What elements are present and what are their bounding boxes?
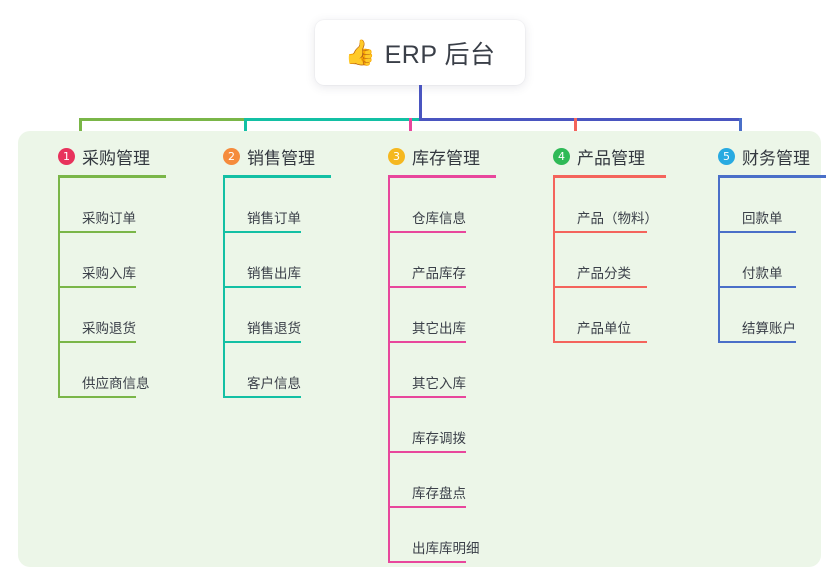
branch-number-badge: 4: [553, 148, 570, 165]
branch-header-5[interactable]: 5 财务管理: [718, 144, 810, 169]
branch-item-rule: [223, 231, 301, 233]
branch-title: 产品管理: [577, 149, 645, 168]
branch-item-rule: [58, 396, 136, 398]
branch-item-rule: [223, 341, 301, 343]
branch-item-label: 产品分类: [577, 266, 631, 281]
branch-column-5: 5 财务管理回款单付款单结算账户: [718, 131, 838, 567]
branch-header-rule: [718, 175, 826, 178]
branch-header-3[interactable]: 3 库存管理: [388, 144, 480, 169]
branch-column-4: 4 产品管理产品（物料） 产品分类产品单位: [553, 131, 716, 567]
branch-item-label: 产品库存: [412, 266, 466, 281]
branch-item-label: 销售退货: [247, 321, 301, 336]
branch-item-label: 库存调拨: [412, 431, 466, 446]
branch-item-rule: [718, 341, 796, 343]
branch-item[interactable]: 销售退货: [223, 299, 301, 343]
branch-spine: [718, 175, 720, 343]
branch-item-label: 采购退货: [82, 321, 136, 336]
branch-item-label: 付款单: [742, 266, 783, 281]
branch-title: 销售管理: [247, 149, 315, 168]
branch-item-rule: [58, 341, 136, 343]
branch-item[interactable]: 采购入库: [58, 244, 136, 288]
thumbs-up-icon: 👍: [344, 38, 376, 67]
branch-item-rule: [388, 341, 466, 343]
branch-item-rule: [718, 231, 796, 233]
branch-item-rule: [388, 231, 466, 233]
connector-bar-segment-1: [79, 118, 247, 121]
branch-number-badge: 3: [388, 148, 405, 165]
root-node-title: ERP 后台: [384, 40, 496, 69]
branch-header-4[interactable]: 4 产品管理: [553, 144, 645, 169]
branch-item-label: 采购入库: [82, 266, 136, 281]
branches-panel: 1 采购管理采购订单采购入库采购退货供应商信息 2 销售管理销售订单销售出库销售退货客…: [18, 131, 826, 567]
branch-item[interactable]: 付款单: [718, 244, 796, 288]
branch-item[interactable]: 库存调拨: [388, 409, 466, 453]
branch-item[interactable]: 销售订单: [223, 189, 301, 233]
branch-number-badge: 2: [223, 148, 240, 165]
branch-item-label: 销售订单: [247, 211, 301, 226]
branch-item-label: 出库库明细: [412, 541, 480, 556]
branch-item-label: 仓库信息: [412, 211, 466, 226]
branch-item[interactable]: 采购订单: [58, 189, 136, 233]
branch-item-rule: [223, 396, 301, 398]
branch-item-label: 销售出库: [247, 266, 301, 281]
branch-item[interactable]: 客户信息: [223, 354, 301, 398]
branch-title: 库存管理: [412, 149, 480, 168]
branch-item-label: 产品单位: [577, 321, 631, 336]
branch-column-3: 3 库存管理仓库信息产品库存其它出库其它入库库存调拨库存盘点出库库明细: [388, 131, 551, 567]
branch-item[interactable]: 产品（物料）: [553, 189, 658, 233]
branch-item[interactable]: 其它入库: [388, 354, 466, 398]
branch-item[interactable]: 仓库信息: [388, 189, 466, 233]
branch-item-rule: [58, 231, 136, 233]
branch-item-label: 结算账户: [742, 321, 796, 336]
branch-item-rule: [388, 561, 466, 563]
branch-item[interactable]: 其它出库: [388, 299, 466, 343]
branch-item-rule: [388, 506, 466, 508]
branch-item-label: 回款单: [742, 211, 783, 226]
branch-item-rule: [223, 286, 301, 288]
root-node[interactable]: 👍 ERP 后台: [315, 20, 525, 85]
branch-column-2: 2 销售管理销售订单销售出库销售退货客户信息: [223, 131, 386, 567]
root-connector-stem: [419, 85, 422, 121]
branch-item[interactable]: 结算账户: [718, 299, 796, 343]
branch-item[interactable]: 供应商信息: [58, 354, 150, 398]
branch-item-label: 产品（物料）: [577, 211, 658, 226]
branch-item-rule: [58, 286, 136, 288]
branch-spine: [388, 175, 390, 563]
branch-item[interactable]: 回款单: [718, 189, 796, 233]
branch-item-rule: [388, 451, 466, 453]
branch-number-badge: 5: [718, 148, 735, 165]
branch-item-rule: [553, 286, 647, 288]
branch-header-rule: [388, 175, 496, 178]
branch-item[interactable]: 销售出库: [223, 244, 301, 288]
branch-title: 财务管理: [742, 149, 810, 168]
branch-item[interactable]: 出库库明细: [388, 519, 480, 563]
branch-item-label: 其它出库: [412, 321, 466, 336]
branch-item-rule: [718, 286, 796, 288]
branch-item-rule: [553, 231, 647, 233]
branch-item-rule: [553, 341, 647, 343]
connector-bar-segment-3: [419, 118, 742, 121]
branch-header-2[interactable]: 2 销售管理: [223, 144, 315, 169]
branch-item-label: 客户信息: [247, 376, 301, 391]
branch-header-rule: [58, 175, 166, 178]
branch-column-1: 1 采购管理采购订单采购入库采购退货供应商信息: [58, 131, 221, 567]
branch-item-rule: [388, 396, 466, 398]
branch-title: 采购管理: [82, 149, 150, 168]
branch-item-label: 供应商信息: [82, 376, 150, 391]
branch-spine: [553, 175, 555, 343]
branch-item[interactable]: 产品库存: [388, 244, 466, 288]
branch-item[interactable]: 库存盘点: [388, 464, 466, 508]
branch-number-badge: 1: [58, 148, 75, 165]
branch-header-1[interactable]: 1 采购管理: [58, 144, 150, 169]
branch-item-label: 库存盘点: [412, 486, 466, 501]
branch-item-rule: [388, 286, 466, 288]
branch-item[interactable]: 采购退货: [58, 299, 136, 343]
connector-bar-segment-2: [244, 118, 422, 121]
branch-header-rule: [553, 175, 666, 178]
branch-item[interactable]: 产品单位: [553, 299, 647, 343]
branch-item[interactable]: 产品分类: [553, 244, 647, 288]
branch-header-rule: [223, 175, 331, 178]
branch-item-label: 采购订单: [82, 211, 136, 226]
branch-item-label: 其它入库: [412, 376, 466, 391]
